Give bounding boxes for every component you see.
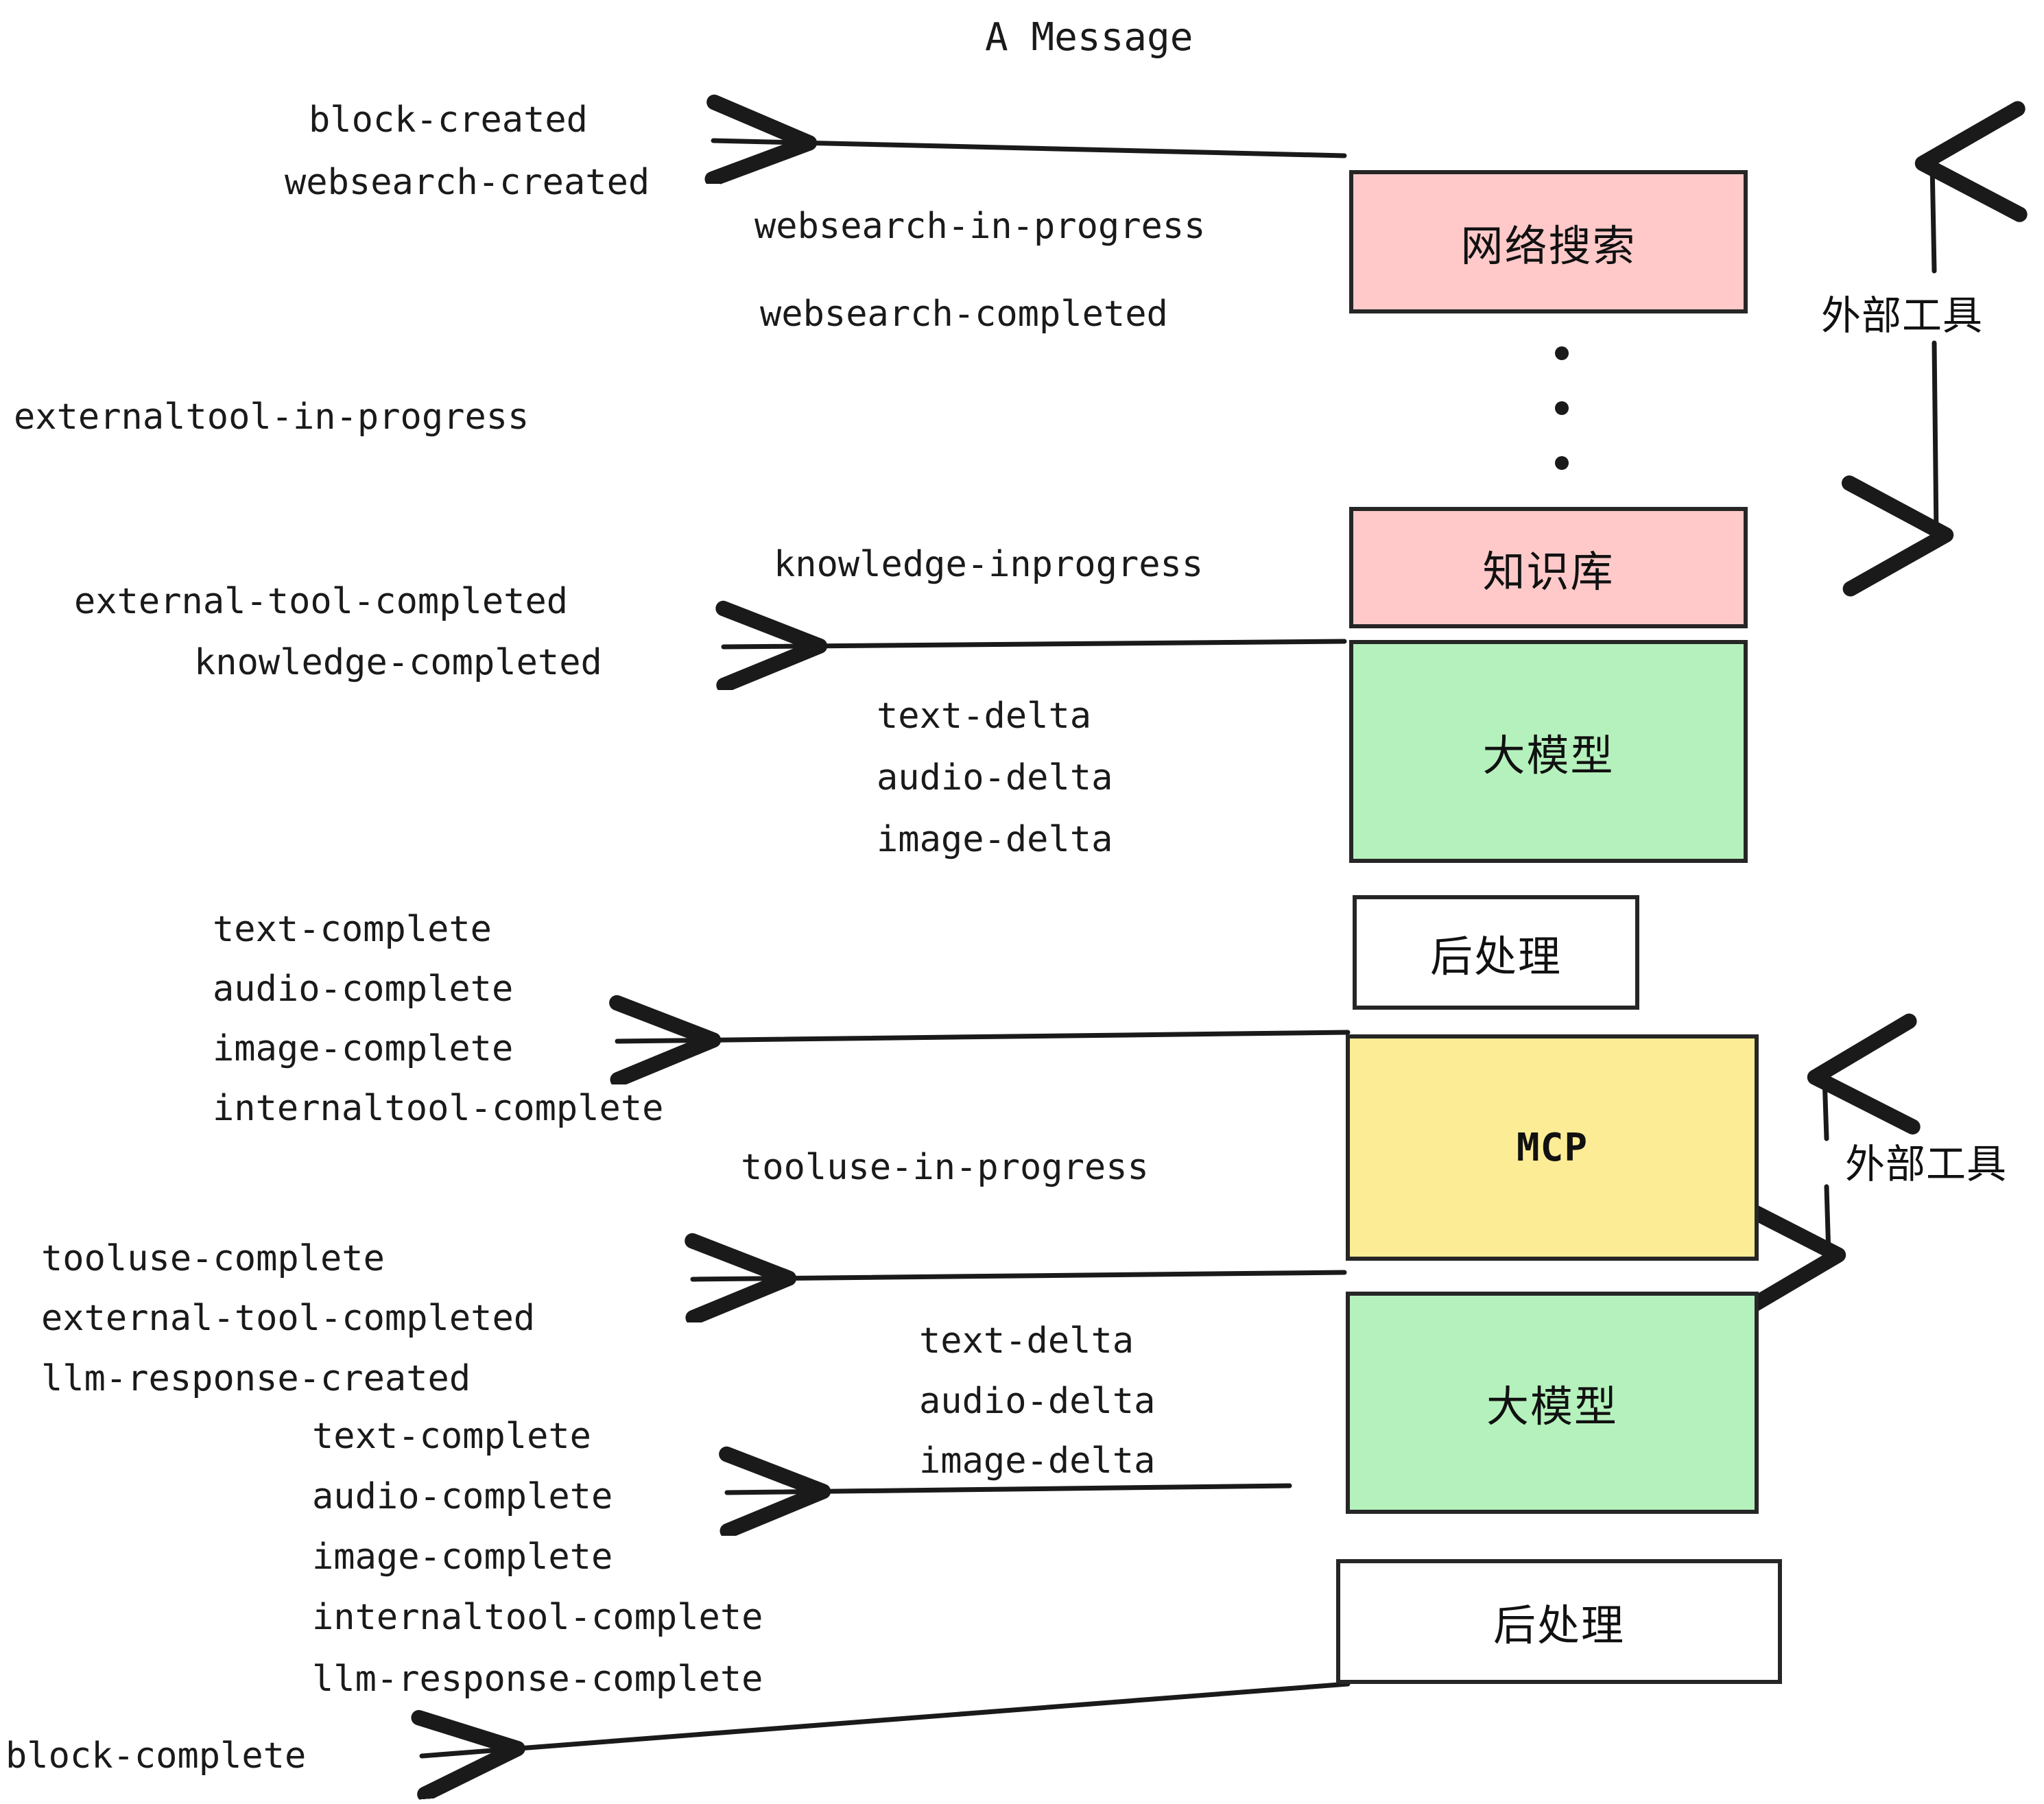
event-label-audio-complete-1: audio-complete (213, 969, 514, 1010)
event-label-text-complete-1: text-complete (213, 909, 492, 950)
vertical-ellipsis (1554, 346, 1570, 470)
node-postprocess-2[interactable]: 后处理 (1336, 1559, 1782, 1684)
event-label-image-complete-1: image-complete (213, 1028, 514, 1069)
event-label-externaltool-in-progress: externaltool-in-progress (14, 396, 530, 438)
event-label-websearch-created: websearch-created (285, 162, 650, 203)
event-label-tooluse-in-progress: tooluse-in-progress (741, 1147, 1149, 1188)
group-label-external-tools-bottom: 外部工具 (1845, 1141, 2008, 1187)
event-label-block-complete: block-complete (5, 1735, 307, 1777)
event-label-external-tool-completed-1: external-tool-completed (74, 581, 569, 622)
event-label-text-delta-1: text-delta (877, 696, 1092, 737)
arrow-knowledge-to-completed (724, 641, 1347, 647)
event-label-tooluse-complete: tooluse-complete (41, 1238, 385, 1279)
node-mcp-label: MCP (1516, 1125, 1589, 1170)
arrow-external-tools-bottom-down (1733, 1184, 1846, 1318)
arrow-llm2-to-audio-complete (727, 1486, 1292, 1493)
event-label-image-delta-2: image-delta (919, 1440, 1156, 1482)
event-label-llm-response-complete: llm-response-complete (312, 1659, 763, 1700)
arrow-postprocess1-to-image-complete (617, 1032, 1351, 1041)
node-postprocess-2-label: 后处理 (1493, 1600, 1625, 1650)
page-title: A Message (985, 15, 1193, 60)
node-postprocess-1[interactable]: 后处理 (1353, 895, 1639, 1010)
node-websearch[interactable]: 网络搜索 (1349, 170, 1748, 313)
event-label-knowledge-inprogress: knowledge-inprogress (774, 544, 1204, 585)
node-knowledge-label: 知识库 (1482, 546, 1615, 597)
event-label-external-tool-completed-2: external-tool-completed (41, 1298, 536, 1339)
ellipsis-dot (1555, 346, 1569, 360)
event-label-audio-delta-1: audio-delta (877, 757, 1113, 798)
arrow-mcp-to-tooluse-complete (693, 1272, 1347, 1279)
event-label-websearch-completed: websearch-completed (760, 294, 1168, 335)
event-label-audio-complete-2: audio-complete (312, 1476, 613, 1517)
event-label-image-complete-2: image-complete (312, 1536, 613, 1578)
ellipsis-dot (1555, 456, 1569, 470)
event-label-text-delta-2: text-delta (919, 1320, 1134, 1362)
node-llm-2-label: 大模型 (1486, 1381, 1618, 1432)
event-label-knowledge-completed: knowledge-completed (194, 642, 602, 683)
event-label-llm-response-created: llm-response-created (41, 1358, 471, 1399)
ellipsis-dot (1555, 401, 1569, 415)
arrow-external-tools-top-up (1914, 101, 2028, 274)
node-knowledge[interactable]: 知识库 (1349, 507, 1748, 628)
event-label-internaltool-complete-1: internaltool-complete (213, 1088, 664, 1129)
event-label-internaltool-complete-2: internaltool-complete (312, 1597, 763, 1638)
node-llm-2[interactable]: 大模型 (1346, 1292, 1759, 1514)
event-label-audio-delta-2: audio-delta (919, 1381, 1156, 1422)
event-label-image-delta-1: image-delta (877, 819, 1113, 860)
arrow-external-tools-bottom-up (1807, 1013, 1921, 1141)
node-llm-1-label: 大模型 (1482, 730, 1615, 781)
arrow-external-tools-top-down (1841, 340, 1954, 597)
event-label-block-created: block-created (309, 99, 588, 141)
node-websearch-label: 网络搜索 (1460, 220, 1637, 271)
event-label-text-complete-2: text-complete (312, 1416, 591, 1457)
node-mcp[interactable]: MCP (1346, 1034, 1759, 1261)
node-postprocess-1-label: 后处理 (1429, 931, 1562, 982)
event-label-websearch-in-progress: websearch-in-progress (754, 206, 1206, 247)
group-label-external-tools-top: 外部工具 (1821, 292, 1984, 339)
arrow-websearch-to-created (713, 141, 1347, 156)
node-llm-1[interactable]: 大模型 (1349, 640, 1748, 863)
